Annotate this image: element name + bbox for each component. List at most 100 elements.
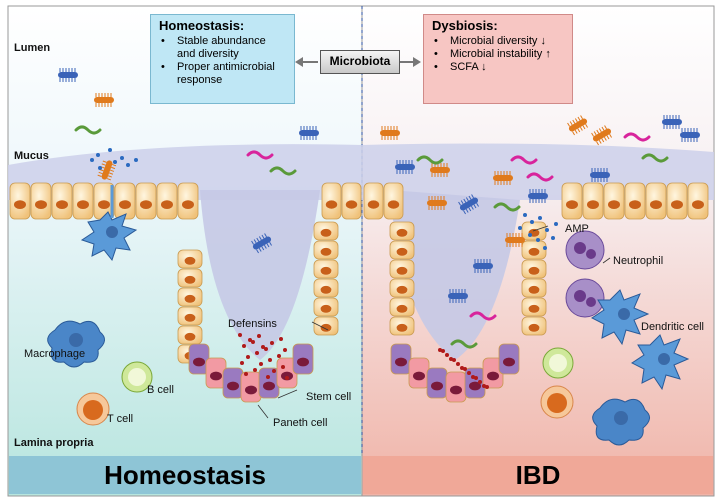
epithelium (9, 182, 709, 403)
stem-cell (258, 367, 280, 399)
macrophage-label: Macrophage (24, 348, 86, 360)
epithelial-cell (9, 182, 31, 220)
defensin-granule (478, 380, 482, 384)
rod-bacterium (427, 196, 447, 210)
crypt-cell (177, 306, 203, 326)
granule (126, 163, 130, 167)
rod-bacterium (591, 125, 612, 146)
defensin-granule (244, 372, 248, 376)
crypt-cell (177, 268, 203, 288)
amp-granule (528, 233, 532, 237)
crypt-cell (313, 278, 339, 298)
epithelial-cell (156, 182, 178, 220)
homeostasis-box: Homeostasis: Stable abundance and divers… (150, 14, 295, 104)
rod-bacterium (662, 115, 682, 129)
spiral-bacterium (623, 132, 651, 142)
dendritic-cell-right (591, 289, 650, 346)
ibd-banner: IBD (363, 456, 713, 494)
dysbiosis-item: Microbial instability ↑ (432, 48, 564, 61)
amp-granule (536, 238, 540, 242)
defensins-label: Defensins (228, 318, 277, 330)
epithelial-cell (383, 182, 404, 220)
spiral-bacterium (469, 311, 497, 321)
t-cell (76, 392, 110, 426)
rod-bacterium (299, 126, 319, 140)
spiral-bacterium (269, 166, 297, 176)
crypt-cell (521, 316, 547, 336)
spiral-bacterium (493, 202, 521, 212)
b-cell-right (542, 347, 574, 379)
spiral-bacterium (416, 155, 444, 165)
crypt-cell (389, 259, 415, 279)
crypt-cell (389, 278, 415, 298)
rod-bacterium (590, 168, 610, 182)
stem-cell (498, 343, 520, 375)
paneth-cell (445, 371, 467, 403)
spiral-bacterium (74, 125, 102, 135)
defensin-granule (456, 362, 460, 366)
amp-granule (518, 226, 522, 230)
spiral-bacterium (450, 339, 478, 349)
stem-leader (311, 321, 329, 331)
b-cell-label: B cell (147, 384, 174, 396)
crypt-cell (313, 240, 339, 260)
defensin-granule (264, 347, 268, 351)
rod-bacterium (94, 93, 114, 107)
epithelial-cell (93, 182, 115, 220)
spiral-bacterium (526, 172, 554, 182)
amp-granule (523, 213, 527, 217)
lumen-label: Lumen (14, 42, 51, 54)
crypt-cell (521, 278, 547, 298)
rod-bacterium (430, 163, 450, 177)
defensin-granule (270, 341, 274, 345)
amp-label: AMP (565, 223, 589, 235)
defensin-granule (441, 349, 445, 353)
stem-cell (188, 343, 210, 375)
microbiota-label: Microbiota (329, 54, 391, 68)
amp-granule (545, 228, 549, 232)
amp-granule (543, 246, 547, 250)
stem-cell (390, 343, 412, 375)
defensin-granule (277, 354, 281, 358)
bacteria (58, 68, 700, 349)
macrophage-cell-right (592, 398, 650, 446)
defensin-granule (248, 338, 252, 342)
rod-bacterium (58, 68, 78, 82)
amp-granule (554, 222, 558, 226)
crypt-left-mucus (200, 190, 320, 360)
crypt-cell (313, 297, 339, 317)
epithelial-cell (666, 182, 688, 220)
dysbiosis-box: Dysbiosis: Microbial diversity ↓ Microbi… (423, 14, 573, 104)
mucus-label: Mucus (14, 150, 49, 162)
homeostasis-box-title: Homeostasis: (159, 18, 245, 33)
dysbiosis-item: SCFA ↓ (432, 61, 564, 74)
epithelial-cell (30, 182, 52, 220)
neutrophil-cell-2 (565, 278, 605, 318)
rod-bacterium (505, 233, 525, 247)
defensin-granule (261, 345, 265, 349)
microbiota-box: Microbiota (320, 50, 400, 74)
rod-bacterium (528, 189, 548, 203)
epithelial-cell (687, 182, 709, 220)
crypt-cell (389, 240, 415, 260)
dendritic-cell-label: Dendritic cell (641, 321, 704, 333)
defensin-granule (255, 351, 259, 355)
granule (108, 148, 112, 152)
rod-bacterium (567, 115, 588, 136)
defensin-granule (266, 375, 270, 379)
defensin-granule (467, 371, 471, 375)
paneth-cell-label: Paneth cell (273, 417, 328, 429)
crypt-cell (389, 221, 415, 241)
crypt-cell (521, 297, 547, 317)
epithelial-cell (51, 182, 73, 220)
crypt-cell (177, 249, 203, 269)
stem-cell (292, 343, 314, 375)
rod-bacterium (395, 160, 415, 174)
epithelial-cell (72, 182, 94, 220)
defensin-granule (268, 358, 272, 362)
granule (134, 158, 138, 162)
granule (113, 160, 117, 164)
granule (96, 153, 100, 157)
epithelial-cell (624, 182, 646, 220)
dendritic-cell-right-2 (631, 334, 690, 391)
